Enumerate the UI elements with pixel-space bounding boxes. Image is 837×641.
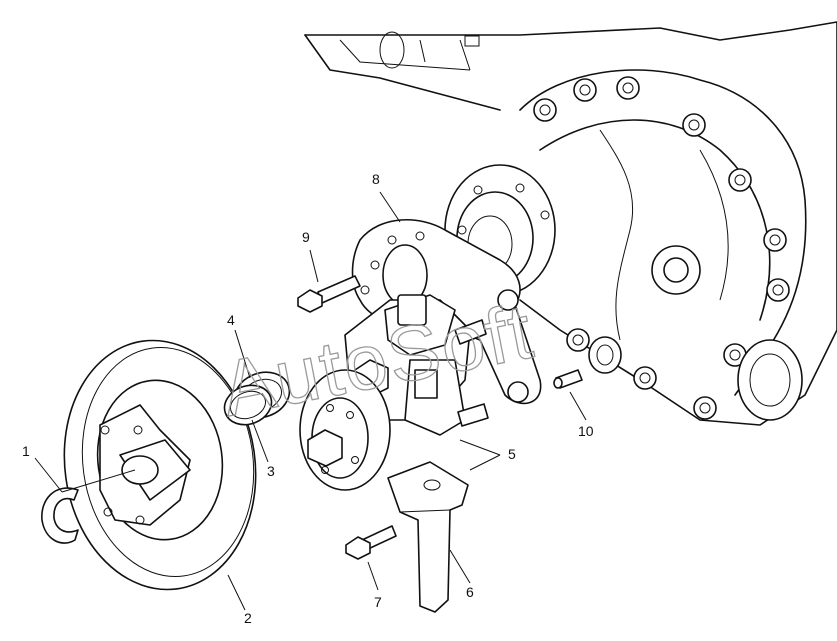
brake-disc [63,339,257,591]
callout-4: 4 [227,312,235,328]
callout-2: 2 [244,610,252,626]
pinion-flange [444,164,556,296]
axle-housing [304,21,837,426]
pin-10 [553,369,583,389]
seal-rings [223,371,291,426]
callout-1: 1 [22,443,30,459]
bolt-9 [297,275,361,313]
housing-bolts [533,76,790,420]
callout-3: 3 [267,463,275,479]
sensor-rotor [299,369,391,491]
callout-7: 7 [374,594,382,610]
snap-ring [41,487,79,544]
l-bracket [387,461,469,613]
callout-6: 6 [466,584,474,600]
bolt-7 [345,525,397,560]
callout-labels: 1 2 3 4 5 6 7 8 9 10 [22,171,594,626]
callout-9: 9 [302,229,310,245]
callout-10: 10 [578,423,594,439]
callout-5: 5 [508,446,516,462]
leader-lines [34,191,587,611]
callout-8: 8 [372,171,380,187]
